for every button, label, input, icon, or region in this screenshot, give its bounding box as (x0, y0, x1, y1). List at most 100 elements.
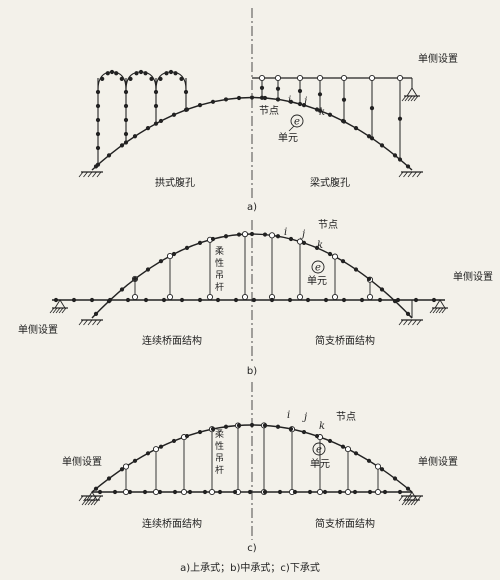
deck-node-b (341, 297, 347, 303)
ground-hatch (52, 307, 58, 314)
arch-node-a (158, 118, 164, 124)
arch-node-a (366, 134, 372, 139)
column-node-a (123, 89, 129, 95)
deck-node-b (413, 297, 419, 303)
arch-node-a (132, 134, 138, 139)
hanger-bottom-hinge-b (131, 293, 139, 301)
deck-node-b (359, 297, 365, 303)
hanger-bottom-hinge-b (166, 293, 174, 301)
arch-node-c (392, 476, 398, 481)
label-node-k-a: k (319, 107, 325, 118)
arch-nodes-a (93, 95, 411, 169)
arch-spandrel-a (95, 69, 189, 167)
arch-node-b (340, 259, 346, 264)
mini-arch-node-a (114, 71, 119, 76)
arch-node-a (119, 143, 125, 148)
label-hanger-c-1: 柔 (215, 429, 224, 440)
post-foot-node-a (369, 136, 375, 141)
post-mid-node-a (369, 106, 375, 111)
label-element-a: 单元 (278, 132, 298, 144)
arch-node-b (379, 287, 385, 292)
ground-supports-a (78, 171, 423, 178)
deck-node-c (187, 489, 193, 495)
mini-arch-node-a (119, 76, 124, 81)
label-hanger-b-2: 性 (215, 257, 224, 269)
deck-node-c (127, 489, 133, 495)
ground-hatch (410, 499, 416, 506)
hanger-bottom-hinge-c (344, 488, 352, 496)
label-element-c: 单元 (310, 458, 330, 470)
mini-arch-a (155, 71, 187, 91)
ground-hatch (401, 95, 407, 102)
deck-hinge-a (340, 74, 348, 82)
beam-deck-a (252, 74, 420, 162)
deck-node-b (179, 297, 185, 303)
hanger-bottom-hinge-b (241, 293, 249, 301)
ground-hatch (87, 499, 93, 506)
ground-hatch (441, 307, 447, 314)
arch-node-a (184, 107, 190, 112)
arch-node-b (223, 234, 229, 239)
arch-node-c (223, 424, 229, 429)
ground-hatch (432, 307, 438, 314)
deck-node-b (377, 297, 383, 303)
ground-hatch (78, 171, 84, 178)
arch-node-c (197, 429, 203, 435)
mini-arch-node-a (105, 71, 110, 76)
arch-node-c (275, 424, 281, 429)
arch-node-a (327, 112, 333, 117)
deck-node-b (161, 297, 167, 303)
arch-node-c (158, 444, 164, 449)
arch-node-c (366, 458, 372, 463)
mini-arch-a (97, 71, 127, 91)
arch-node-a (405, 164, 411, 169)
ground-hatch (96, 319, 102, 326)
post-mid-node-a (341, 97, 347, 102)
side-support-a (406, 87, 418, 97)
deck-node-c (172, 489, 178, 495)
mini-arch-node-a (143, 71, 148, 76)
label-node-c: 节点 (336, 411, 356, 423)
hanger-bottom-hinge-b (366, 293, 374, 301)
ground-hatch (401, 499, 407, 506)
hanger-bottom-hinge-c (316, 488, 324, 496)
arch-node-c (405, 486, 411, 491)
arch-node-a (392, 153, 398, 158)
deck-hinge-a (296, 74, 304, 82)
hanger-top-hinge-b (268, 232, 276, 239)
arch-node-a (197, 103, 203, 108)
label-node-a: 节点 (259, 105, 279, 117)
ground-hatch (416, 319, 422, 326)
arch-node-c (288, 426, 294, 432)
arch-node-b (301, 240, 307, 245)
ground-hatch (404, 499, 410, 506)
label-continuous-deck-c: 连续桥面结构 (142, 517, 202, 530)
ground-hatch (81, 499, 87, 506)
deck-hinge-a (396, 74, 404, 82)
label-hanger-b-4: 杆 (215, 281, 224, 293)
hangers-and-posts-b (49, 231, 448, 326)
column-node-a (95, 145, 101, 151)
hanger-top-hinge-c (122, 463, 130, 470)
arch-node-b (93, 311, 99, 316)
mini-arch-node-a (134, 71, 139, 76)
deck-hinge-a (258, 74, 266, 82)
arch-node-c (340, 444, 346, 449)
post-mid-node-a (275, 86, 281, 91)
ground-hatch (87, 171, 93, 178)
hanger-bottom-hinge-b (296, 293, 304, 301)
ground-hatch (435, 307, 441, 314)
element-circle-b (311, 260, 325, 274)
mini-arch-node-a (173, 71, 178, 76)
ground-hatch (429, 307, 435, 314)
arch-node-a (288, 99, 294, 104)
column-node-a (153, 89, 159, 95)
mini-arch-node-a (109, 69, 115, 75)
ground-hatch (407, 499, 413, 506)
ground-hatch (407, 319, 413, 326)
mini-arch-node-a (158, 76, 163, 81)
label-node-k-c: k (319, 421, 325, 432)
arch-node-c (379, 467, 385, 472)
arch-node-a (106, 153, 112, 158)
column-node-a (95, 117, 101, 123)
